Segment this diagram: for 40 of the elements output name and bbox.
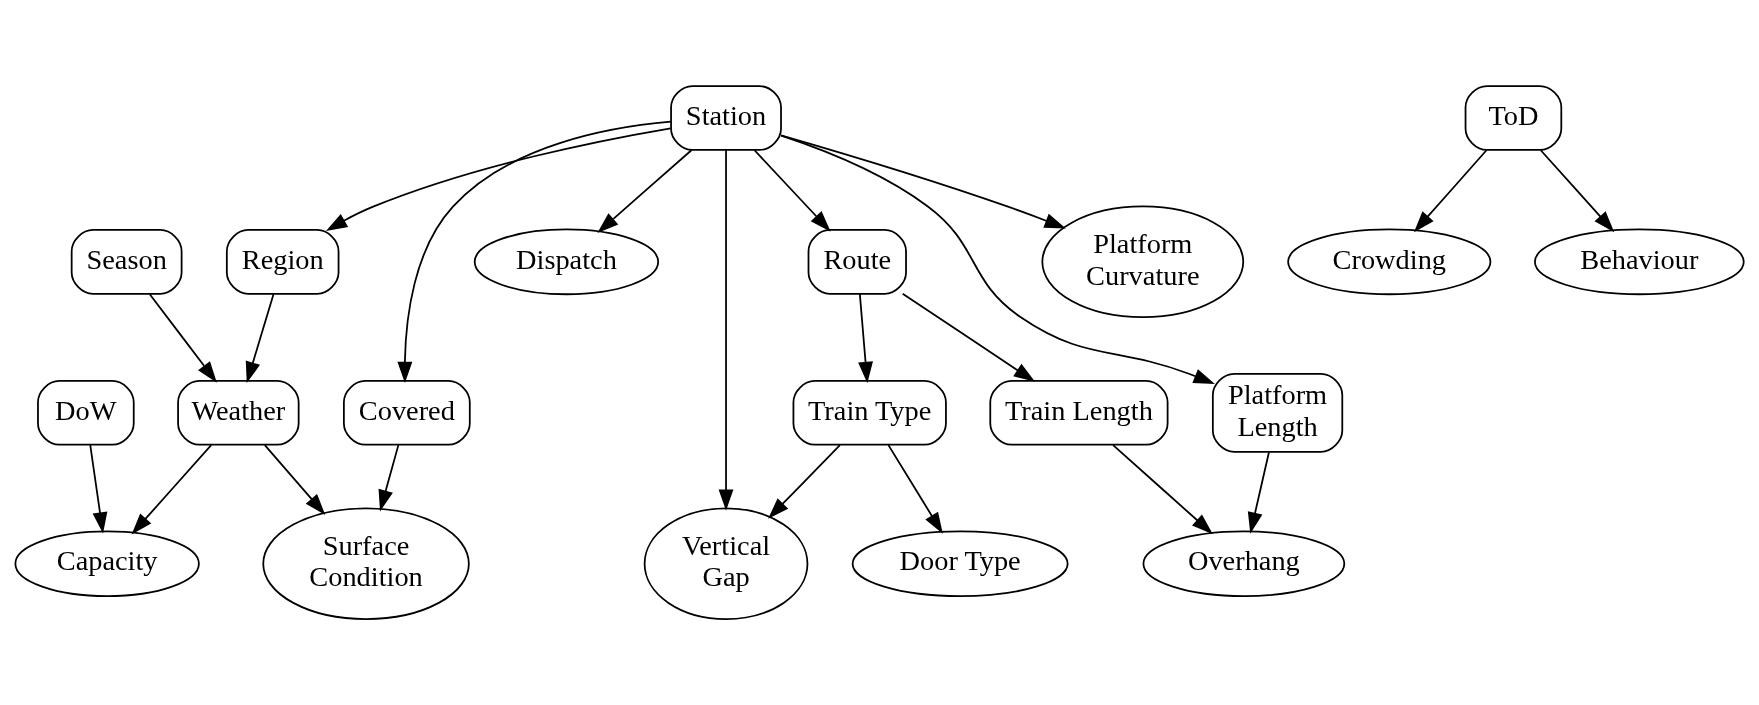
node-box: Route [807, 229, 907, 295]
node-box: Platform Length [1211, 372, 1344, 453]
arrow [887, 444, 943, 534]
node-ellipse: Vertical Gap [643, 507, 809, 620]
node-ellipse: Dispatch [473, 228, 660, 296]
node-box: DoW [37, 380, 135, 446]
node-ellipse: Capacity [14, 530, 200, 598]
node-box: Train Length [989, 380, 1169, 446]
node-ellipse: Surface Condition [262, 507, 470, 620]
arrow [89, 444, 108, 534]
node-box: Train Type [792, 380, 947, 446]
arrow [1539, 149, 1615, 233]
arrow [325, 127, 672, 231]
arrow [597, 149, 693, 233]
arrow [718, 149, 734, 511]
node-box: Station [670, 85, 782, 151]
node-box: ToD [1464, 85, 1563, 151]
node-ellipse: Crowding [1287, 228, 1492, 296]
node-ellipse: Behaviour [1534, 228, 1745, 296]
arrow [780, 134, 1066, 229]
arrow [753, 149, 831, 232]
arrow [131, 444, 213, 535]
arrow [780, 134, 1215, 384]
node-box: Season [70, 229, 183, 295]
node-box: Region [225, 229, 340, 295]
node-ellipse: Overhang [1142, 530, 1346, 598]
arrow [768, 444, 841, 519]
arrow [378, 444, 400, 512]
arrow [397, 120, 672, 384]
arrow [1112, 444, 1213, 535]
node-ellipse: Door Type [851, 530, 1069, 598]
arrow [263, 444, 326, 515]
node-box: Weather [177, 380, 300, 446]
arrow [148, 293, 217, 383]
arrow [1247, 451, 1270, 534]
arrow [858, 293, 873, 384]
arrow [1413, 149, 1488, 233]
arrow [901, 292, 1036, 382]
arrow [245, 293, 275, 384]
node-box: Covered [343, 380, 471, 446]
